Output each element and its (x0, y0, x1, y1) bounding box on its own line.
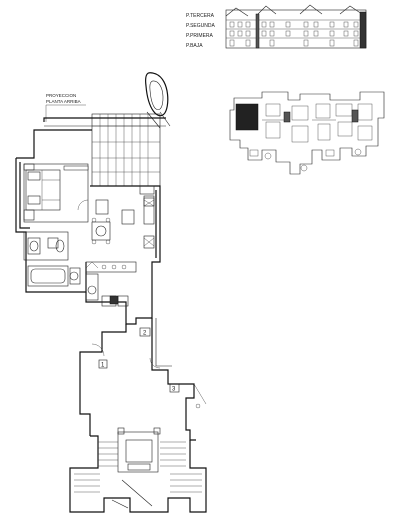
washbasin (27, 237, 41, 255)
pergola-terrace (91, 113, 161, 187)
coffee-table (121, 209, 135, 225)
staircase-block (69, 427, 207, 513)
projection-note-line: PLANTA ARRIBA (46, 99, 81, 104)
room-number: 3 (172, 387, 176, 393)
double-bed (25, 169, 61, 211)
floor-level-label: P.SEGUNDA (186, 23, 215, 29)
room-number: 2 (143, 331, 147, 337)
room-number: 1 (101, 363, 105, 369)
key-site-plan (229, 91, 385, 175)
room-marker-2 (139, 327, 151, 337)
bedroom (23, 163, 89, 223)
dining-table (91, 221, 111, 241)
room-marker-1 (98, 359, 108, 369)
living-dining-room (91, 185, 155, 249)
kitchen (85, 261, 137, 307)
bathroom (23, 231, 81, 287)
floor-level-legend: P.TERCERA P.SEGUNDA P.PRIMERA P.BAJA (186, 13, 215, 49)
building-elevation (225, 4, 367, 49)
sofa (143, 195, 155, 225)
floor-level-label: P.PRIMERA (186, 33, 214, 39)
projection-note: PROYECCION PLANTA ARRIBA (45, 93, 86, 122)
bathtub (27, 265, 69, 287)
toilet (55, 239, 65, 253)
apartment-floor-plan: PROYECCION PLANTA ARRIBA (15, 72, 207, 513)
room-marker-3 (169, 383, 180, 393)
floor-level-label: P.BAJA (186, 43, 203, 49)
pool-outline (145, 72, 171, 129)
floor-level-label: P.TERCERA (186, 13, 215, 19)
projection-note-line: PROYECCION (46, 93, 76, 98)
